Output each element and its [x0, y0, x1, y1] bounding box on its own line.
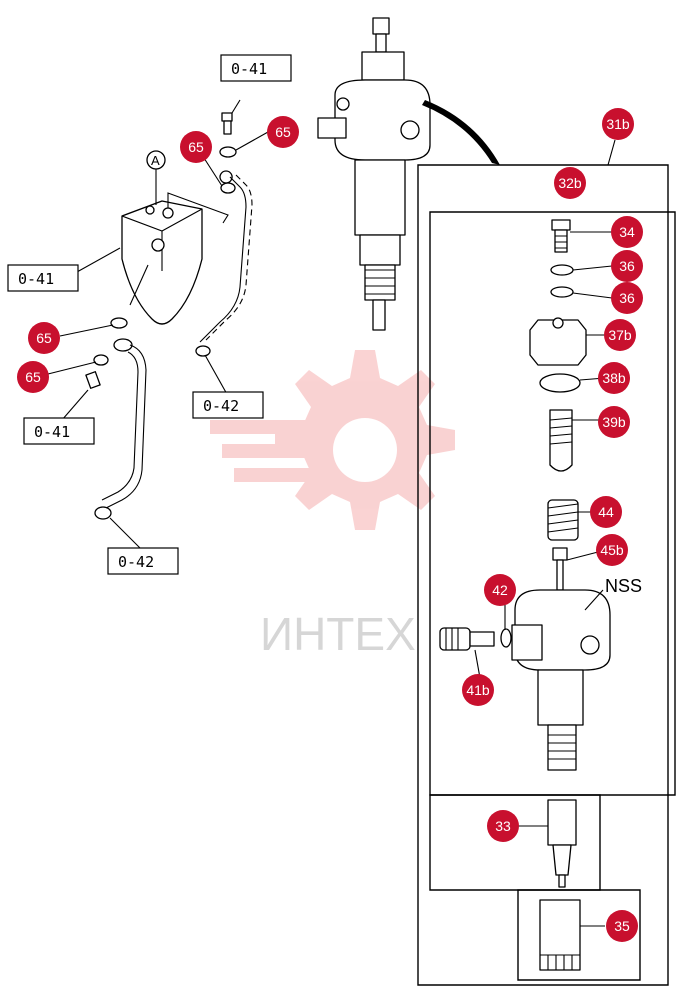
point-a-label: A: [151, 153, 160, 168]
svg-text:33: 33: [495, 818, 511, 834]
callout-65-top-left[interactable]: 65: [180, 131, 212, 163]
svg-text:36: 36: [619, 290, 635, 306]
part-36-washer-b: [550, 286, 574, 298]
callout-41b[interactable]: 41b: [462, 674, 494, 706]
callout-31b[interactable]: 31b: [602, 108, 634, 140]
ref-box-mid[interactable]: 0-41: [23, 417, 95, 445]
washer-top: [219, 146, 237, 158]
ref-box-pipe-bottom[interactable]: 0-42: [107, 547, 179, 575]
svg-text:65: 65: [188, 139, 204, 155]
ref-box-pipe-right[interactable]: 0-42: [192, 391, 264, 419]
svg-text:37b: 37b: [608, 327, 632, 343]
svg-text:65: 65: [25, 369, 41, 385]
callout-34[interactable]: 34: [611, 216, 643, 248]
injector-assembled: [317, 17, 431, 331]
part-33-nozzle: [547, 799, 577, 888]
svg-text:42: 42: [492, 582, 508, 598]
washer-left-2: [93, 354, 109, 366]
svg-text:0-42: 0-42: [203, 397, 239, 415]
svg-text:36: 36: [619, 258, 635, 274]
callout-65-left-upper[interactable]: 65: [28, 322, 60, 354]
part-39b-pin: [549, 409, 573, 472]
callout-33[interactable]: 33: [487, 810, 519, 842]
svg-text:34: 34: [619, 224, 635, 240]
watermark-text: ИНТЕХ: [260, 608, 416, 660]
banjo-bolt-top: [221, 112, 233, 135]
svg-text:65: 65: [36, 330, 52, 346]
ref-box-top[interactable]: 0-41: [220, 54, 292, 82]
part-44-spring: [547, 499, 579, 541]
callout-42[interactable]: 42: [484, 574, 516, 606]
frame-32b: [429, 211, 676, 796]
watermark-gear-logo: [210, 350, 455, 530]
nss-label: NSS: [605, 576, 642, 596]
callout-38b[interactable]: 38b: [598, 362, 630, 394]
exploded-view-arrow: [422, 100, 500, 165]
frame-35: [517, 889, 641, 981]
svg-text:44: 44: [598, 504, 614, 520]
part-37b-nut: [529, 317, 587, 366]
callout-45b[interactable]: 45b: [596, 534, 628, 566]
part-35-nut: [539, 899, 581, 971]
svg-text:39b: 39b: [602, 414, 626, 430]
washer-top-2: [220, 182, 236, 194]
svg-text:32b: 32b: [558, 175, 582, 191]
svg-text:0-42: 0-42: [118, 553, 154, 571]
ref-box-left[interactable]: 0-41: [7, 264, 79, 292]
svg-text:65: 65: [275, 124, 291, 140]
injector-body-nss: [511, 589, 611, 771]
fuel-pipe-bottom: [94, 338, 147, 520]
callout-44[interactable]: 44: [590, 496, 622, 528]
washer-left-1: [110, 317, 128, 329]
callout-35[interactable]: 35: [606, 910, 638, 942]
svg-text:41b: 41b: [466, 682, 490, 698]
callout-65-left-lower[interactable]: 65: [17, 361, 49, 393]
callout-36-b[interactable]: 36: [611, 282, 643, 314]
svg-text:45b: 45b: [600, 542, 624, 558]
svg-text:31b: 31b: [606, 116, 630, 132]
callout-65-top-right[interactable]: 65: [267, 116, 299, 148]
part-41b-connector: [439, 627, 495, 651]
part-36-washer-a: [550, 264, 574, 276]
callout-36-a[interactable]: 36: [611, 250, 643, 282]
fuel-filter: [121, 192, 229, 325]
callout-37b[interactable]: 37b: [604, 319, 636, 351]
banjo-bolt-left: [85, 371, 101, 389]
frame-31b: [417, 164, 669, 986]
part-34-bolt: [551, 219, 571, 253]
part-38b-oring: [539, 373, 581, 393]
callout-32b[interactable]: 32b: [554, 167, 586, 199]
svg-text:0-41: 0-41: [34, 423, 70, 441]
svg-text:0-41: 0-41: [18, 270, 54, 288]
callout-39b[interactable]: 39b: [598, 406, 630, 438]
fuel-pipe-right: [195, 170, 253, 357]
svg-text:35: 35: [614, 918, 630, 934]
svg-text:0-41: 0-41: [231, 60, 267, 78]
svg-text:38b: 38b: [602, 370, 626, 386]
part-42-washer: [500, 628, 512, 648]
part-45b-spindle: [552, 547, 568, 591]
